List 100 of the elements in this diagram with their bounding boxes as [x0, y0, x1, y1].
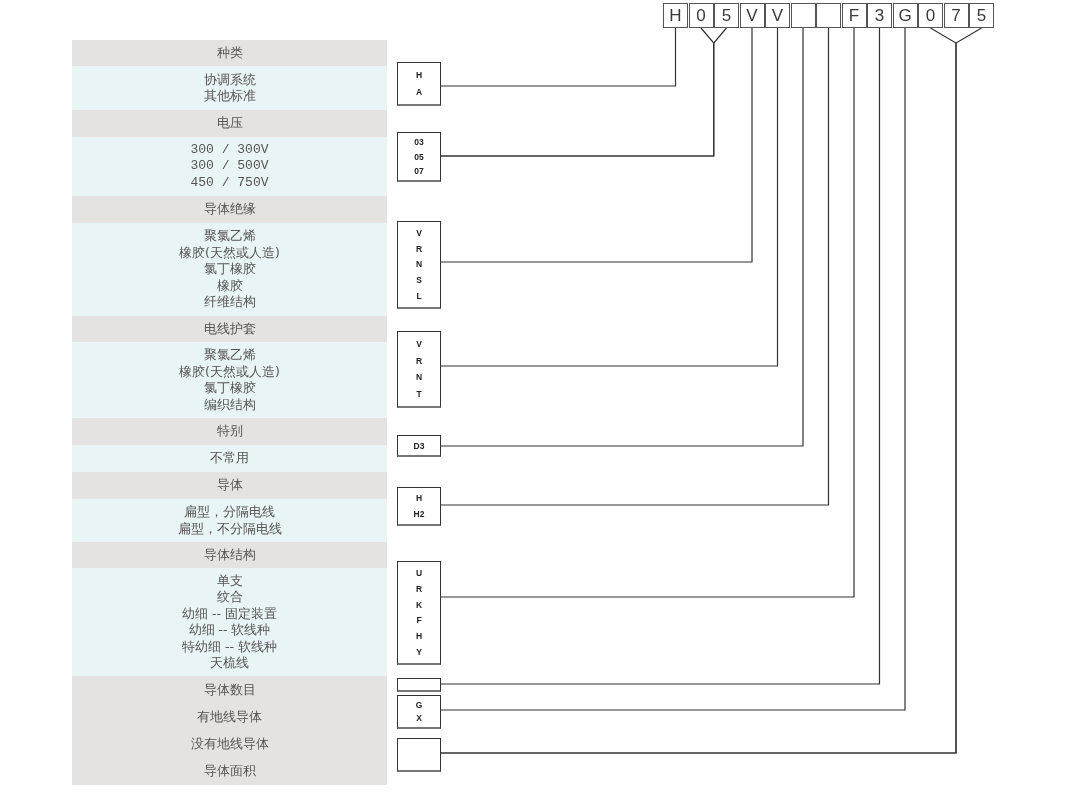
category-heading: 导体结构 — [203, 546, 256, 564]
code-letter: H — [415, 493, 423, 504]
option-text: 幼细 -- 固定装置 — [182, 605, 277, 622]
option-text: 橡胶 — [216, 277, 243, 295]
category-heading: 没有地线导体 — [190, 736, 269, 753]
category-heading: 导体绝缘 — [203, 201, 256, 218]
code-option-box — [397, 132, 441, 182]
connector-line — [440, 27, 855, 598]
option-band — [72, 342, 387, 418]
code-letter: 03 — [414, 137, 424, 148]
code-position-box — [714, 3, 739, 28]
heading-band — [72, 418, 387, 445]
code-character: 0 — [925, 6, 936, 25]
category-heading: 有地线导体 — [197, 709, 262, 726]
code-character: 5 — [976, 6, 987, 25]
connector-line — [440, 27, 677, 87]
connector-line — [440, 27, 753, 263]
code-option-box — [397, 62, 441, 106]
blank-code-box — [816, 3, 841, 28]
code-position-box — [765, 3, 790, 28]
option-band — [72, 445, 387, 472]
option-text: 天梳线 — [210, 655, 249, 672]
code-character: V — [771, 6, 784, 25]
option-text: 300 / 500V — [190, 158, 269, 175]
heading-band — [72, 758, 387, 785]
code-character: 0 — [696, 6, 706, 25]
code-letter: H — [415, 631, 423, 642]
code-position-box — [739, 3, 765, 28]
code-letter: T — [416, 389, 422, 400]
code-option-box — [397, 331, 441, 408]
option-text: 300 / 300V — [190, 141, 269, 159]
option-band — [72, 137, 387, 196]
option-text: 不常用 — [210, 450, 249, 467]
category-heading: 电线护套 — [203, 320, 256, 338]
category-heading: 特别 — [216, 423, 243, 440]
code-option-box — [397, 695, 441, 729]
code-position-box — [892, 3, 918, 28]
heading-band — [72, 316, 387, 342]
option-text: 幼细 -- 软线种 — [188, 622, 271, 639]
option-band — [72, 568, 387, 676]
heading-band — [72, 472, 387, 499]
code-option-box — [397, 561, 441, 665]
option-text: 协调系统 — [203, 71, 256, 88]
code-letter: N — [415, 372, 423, 383]
code-position-box — [663, 3, 688, 28]
option-band — [72, 223, 387, 316]
heading-band — [72, 110, 387, 137]
code-letter: R — [415, 583, 423, 594]
code-letter: L — [416, 291, 422, 302]
code-option-box — [397, 487, 441, 526]
heading-band — [72, 676, 387, 704]
code-letter: U — [415, 567, 423, 578]
option-text: 氯丁橡胶 — [203, 261, 256, 278]
code-letter: V — [416, 338, 422, 349]
code-position-box — [918, 3, 943, 28]
code-character: 5 — [721, 6, 732, 25]
blank-code-box — [790, 3, 816, 28]
option-text: 编织结构 — [203, 396, 256, 413]
category-heading: 种类 — [216, 44, 243, 62]
connector-line — [440, 27, 804, 447]
code-letter: X — [416, 713, 422, 724]
code-letter: K — [415, 599, 423, 610]
option-text: 扁型，不分隔电线 — [177, 520, 282, 537]
code-position-box — [943, 3, 969, 28]
code-letter: H2 — [413, 508, 425, 519]
code-letter: 05 — [414, 151, 424, 162]
code-option-box — [397, 221, 441, 309]
code-character: 7 — [951, 6, 961, 25]
category-heading: 电压 — [216, 115, 243, 132]
option-text: 单支 — [216, 572, 243, 589]
code-character: G — [898, 6, 912, 25]
connector-line — [440, 27, 830, 506]
option-text: 纹合 — [216, 589, 243, 606]
option-text: 聚氯乙烯 — [203, 228, 256, 245]
code-letter: 07 — [414, 165, 424, 176]
option-text: 450 / 750V — [190, 174, 269, 192]
code-letter: Y — [416, 647, 422, 658]
category-heading: 导体 — [216, 477, 243, 494]
category-heading: 导体面积 — [203, 763, 256, 780]
code-character: F — [848, 6, 860, 25]
code-position-box — [688, 3, 714, 28]
code-letter: F — [416, 615, 422, 626]
connector-line — [440, 27, 779, 367]
code-letter: D3 — [413, 440, 425, 451]
heading-band — [72, 40, 387, 66]
option-text: 聚氯乙烯 — [203, 347, 256, 364]
blank-code-box — [397, 678, 441, 692]
option-band — [72, 499, 387, 542]
option-band — [72, 66, 387, 110]
option-text: 氯丁橡胶 — [203, 380, 256, 397]
option-text: 橡胶(天然或人造) — [179, 244, 280, 262]
option-text: 特幼细 -- 软线种 — [182, 638, 277, 655]
code-letter: A — [415, 87, 423, 97]
code-letter: V — [416, 227, 422, 238]
code-position-box — [841, 3, 867, 28]
code-position-box — [969, 3, 994, 28]
code-letter: R — [415, 355, 423, 366]
code-letter: S — [416, 275, 422, 286]
code-position-box — [867, 3, 892, 28]
code-character: 3 — [874, 6, 885, 25]
